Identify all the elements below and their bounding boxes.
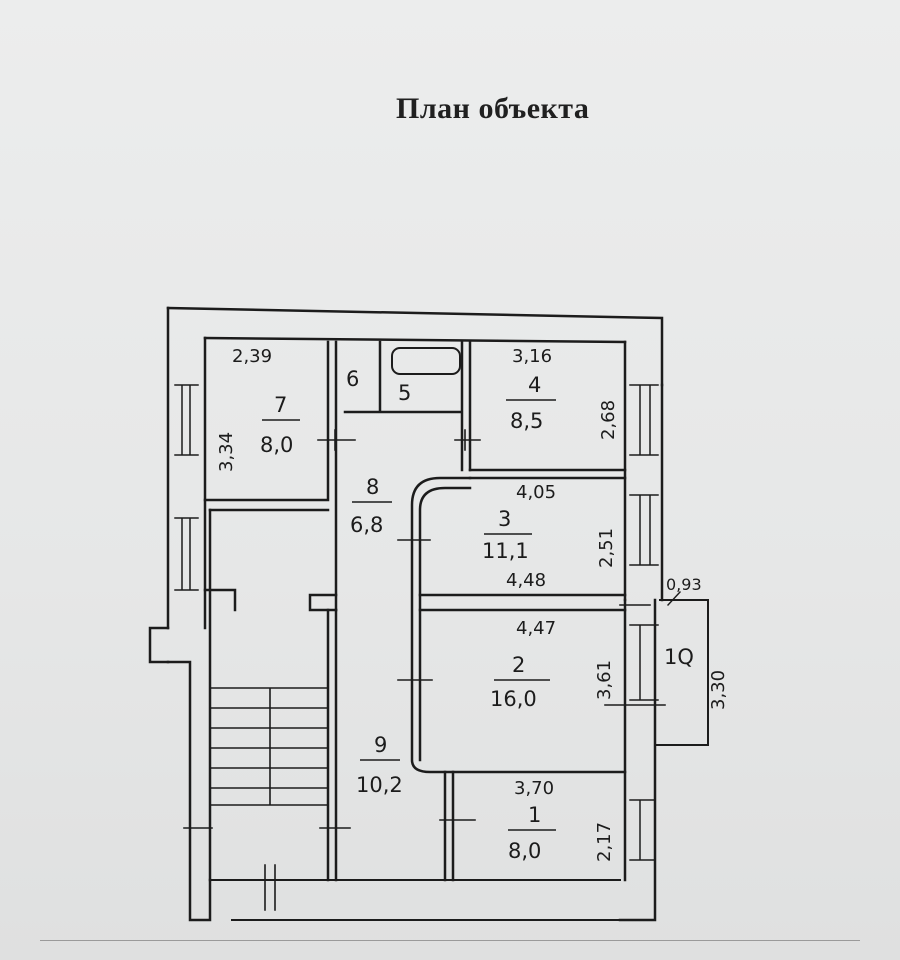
room-6-5-walls — [343, 340, 472, 472]
entrance — [148, 626, 170, 664]
door-marks — [183, 429, 666, 911]
balcony-dim-height: 3,30 — [708, 670, 729, 710]
window-left-2 — [174, 517, 199, 591]
room-3-dim-bottom: 4,48 — [506, 570, 546, 591]
window-right-1 — [629, 384, 659, 456]
room-4-dim-width: 3,16 — [512, 346, 552, 367]
room-9-number: 9 — [374, 733, 387, 757]
room-4-dim-height: 2,68 — [598, 400, 619, 440]
room-7-number: 7 — [274, 393, 287, 417]
balcony-number: 1Q — [664, 645, 694, 669]
window-right-4 — [629, 799, 656, 861]
room-3-inner — [418, 486, 472, 762]
room-3-dim-height: 2,51 — [596, 528, 617, 568]
room-1-area: 8,0 — [508, 839, 541, 863]
room-9-area: 10,2 — [356, 773, 403, 797]
window-right-3 — [629, 624, 659, 701]
room-3-number: 3 — [498, 507, 511, 531]
bathtub — [391, 347, 461, 375]
room-3-area: 11,1 — [482, 539, 529, 563]
room-1-dim-height: 2,17 — [594, 822, 615, 862]
room-2-number: 2 — [512, 653, 525, 677]
room-8-area: 6,8 — [350, 513, 383, 537]
window-right-2 — [629, 494, 659, 566]
room-5-number: 5 — [398, 381, 411, 405]
room-7-dim-width: 2,39 — [232, 346, 272, 367]
outer-wall-inner — [203, 336, 627, 344]
room-3-bottom — [418, 593, 627, 612]
room-4-walls — [468, 468, 627, 480]
room-4-number: 4 — [528, 373, 541, 397]
room-6-number: 6 — [346, 367, 359, 391]
outer-wall-left — [166, 306, 207, 630]
outer-wall-left-lower — [166, 660, 212, 922]
bottom-rule — [40, 940, 860, 941]
window-left-1 — [174, 384, 199, 456]
stairs — [209, 687, 329, 806]
page-title: План объекта — [396, 92, 590, 125]
room-1-walls — [443, 770, 455, 882]
room-3-walls — [410, 476, 627, 774]
room-1-number: 1 — [528, 803, 541, 827]
room-4-area: 8,5 — [510, 409, 543, 433]
room-2-area: 16,0 — [490, 687, 537, 711]
outer-wall-right — [623, 340, 664, 602]
stair-hall-walls — [203, 508, 338, 882]
room-3-dim-width: 4,05 — [516, 482, 556, 503]
balcony-walls — [654, 599, 709, 746]
room-7-area: 8,0 — [260, 433, 293, 457]
room-7-walls — [203, 340, 338, 612]
room-1-dim-width: 3,70 — [514, 778, 554, 799]
room-8-number: 8 — [366, 475, 379, 499]
balcony-dim — [667, 591, 681, 606]
room-7-dim-height: 3,34 — [216, 432, 237, 472]
bottom-wall — [209, 879, 621, 921]
outer-wall — [166, 306, 664, 387]
outer-wall-right-lower — [618, 598, 657, 922]
room-2-dim-height: 3,61 — [594, 660, 615, 700]
stair-hall-right-wall — [326, 608, 338, 882]
room-2-dim-width: 4,47 — [516, 618, 556, 639]
balcony-dim-width: 0,93 — [666, 575, 702, 594]
